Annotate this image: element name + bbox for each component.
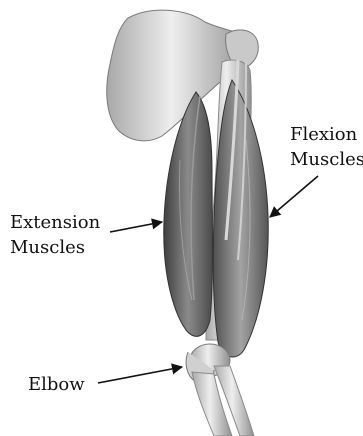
flexion-muscles-label: Flexion Muscles xyxy=(290,122,363,172)
elbow-label-text: Elbow xyxy=(28,372,85,397)
flexion-label-line2: Muscles xyxy=(290,147,363,172)
extension-arrow xyxy=(110,222,162,232)
elbow-arrow xyxy=(98,367,182,383)
flexion-label-line1: Flexion xyxy=(290,122,363,147)
extension-label-line2: Muscles xyxy=(10,235,100,260)
flexion-arrow xyxy=(270,176,318,217)
extension-muscles-label: Extension Muscles xyxy=(10,210,100,260)
elbow-label: Elbow xyxy=(28,372,85,397)
extension-label-line1: Extension xyxy=(10,210,100,235)
